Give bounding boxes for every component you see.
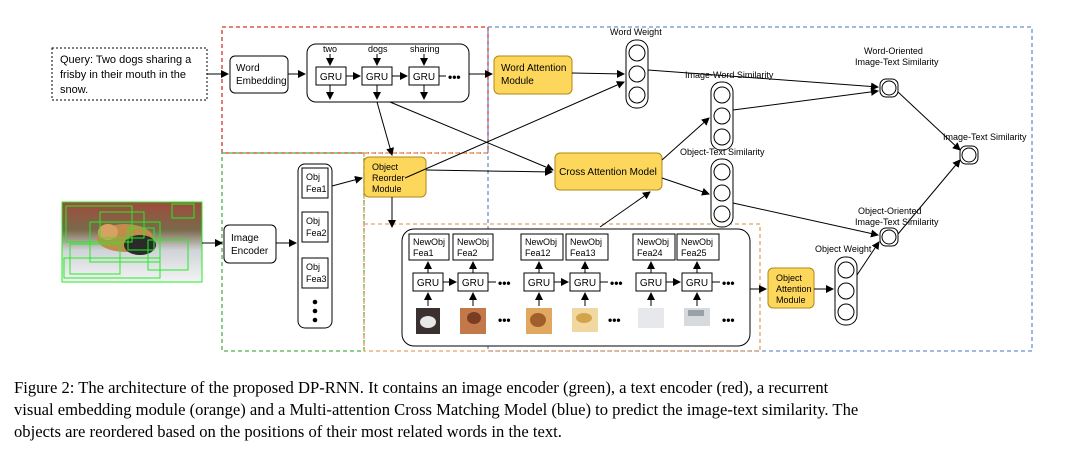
object-weight-label: Object Weight	[815, 244, 872, 254]
new-obj-fea1-box	[408, 233, 450, 261]
obj-fea3-box	[301, 257, 329, 289]
object-text-similarity-label: Object-Text Similarity	[680, 147, 765, 157]
word-weight-label: Word Weight	[610, 27, 662, 37]
obj-gru-label-6: GRU	[686, 278, 708, 289]
obj-gru-label-3: GRU	[528, 278, 550, 289]
word-dogs: dogs	[368, 44, 388, 54]
word-sharing: sharing	[410, 44, 440, 54]
obj-gru-label-1: GRU	[417, 278, 439, 289]
obj-gru-ellipsis-3: •••	[722, 276, 735, 290]
obj-fea1-line-1: Obj	[306, 172, 320, 182]
word-attention-module	[493, 55, 573, 95]
new-obj-fea25-line-2: Fea25	[681, 248, 707, 258]
object-attention-line-3: Module	[776, 295, 806, 305]
text-gru-label-2: GRU	[366, 72, 388, 83]
word-attention-line-1: Word Attention	[501, 63, 566, 74]
obj-fea2-line-1: Obj	[306, 216, 320, 226]
caption-line-1: Figure 2: The architecture of the propos…	[14, 378, 829, 397]
obj-gru-ellipsis-2: •••	[610, 276, 623, 290]
new-obj-fea24-line-1: NewObj	[637, 237, 669, 247]
new-obj-features: NewObj Fea1 NewObj Fea2 NewObj Fea12 New…	[408, 233, 720, 261]
new-obj-fea13-line-1: NewObj	[570, 237, 602, 247]
obj-gru-label-5: GRU	[640, 278, 662, 289]
new-obj-fea2-box	[452, 233, 494, 261]
obj-fea1-line-2: Fea1	[306, 184, 327, 194]
query-line-2: frisby in their mouth in the	[60, 69, 186, 81]
object-attention-line-2: Attention	[776, 284, 812, 294]
text-gru-label-1: GRU	[320, 72, 342, 83]
image-encoder-line-1: Image	[231, 233, 259, 244]
word-oriented-line-1: Word-Oriented	[864, 46, 923, 56]
object-reorder-line-1: Object	[372, 162, 399, 172]
word-embedding-line-1: Word	[236, 63, 260, 74]
caption-line-2: visual embedding module (orange) and a M…	[14, 400, 859, 419]
new-obj-fea12-line-1: NewObj	[525, 237, 557, 247]
cross-attention-label: Cross Attention Model	[559, 167, 657, 178]
new-obj-fea1-line-2: Fea1	[413, 248, 434, 258]
crop-5	[638, 308, 664, 328]
new-obj-fea1-line-1: NewObj	[413, 237, 445, 247]
obj-fea2-line-2: Fea2	[306, 228, 327, 238]
image-word-similarity-label: Image-Word Similarity	[685, 70, 774, 80]
word-embedding-line-2: Embedding	[236, 76, 287, 87]
object-oriented-line-2: Image-Text Similarity	[855, 217, 939, 227]
new-obj-fea25-line-1: NewObj	[681, 237, 713, 247]
object-crops	[416, 308, 710, 334]
obj-gru-label-2: GRU	[462, 278, 484, 289]
obj-fea1-box	[301, 167, 329, 199]
query-line-3: snow.	[60, 84, 88, 96]
object-oriented-line-1: Object-Oriented	[858, 206, 922, 216]
obj-fea3-line-2: Fea3	[306, 274, 327, 284]
text-gru-ellipsis: •••	[448, 70, 461, 84]
image-encoder-box	[223, 224, 277, 264]
cross-attention-model	[554, 152, 663, 191]
crop-ellipsis-2: •••	[608, 313, 621, 327]
object-gru-cells: GRU GRU GRU GRU GRU GRU	[412, 272, 713, 292]
new-obj-fea2-line-2: Fea2	[457, 248, 478, 258]
crop-ellipsis-1: •••	[498, 313, 511, 327]
caption-line-3: objects are reordered based on the posit…	[14, 422, 562, 441]
object-attention-line-1: Object	[776, 273, 803, 283]
word-embedding-box	[229, 55, 289, 94]
object-reorder-module	[363, 156, 427, 198]
new-obj-fea24-line-2: Fea24	[637, 248, 663, 258]
query-box	[51, 47, 208, 101]
crop-ellipsis-3: •••	[722, 313, 735, 327]
figure-caption: Figure 2: The architecture of the propos…	[14, 377, 1076, 443]
word-attention-line-2: Module	[501, 76, 534, 87]
obj-fea3-line-1: Obj	[306, 262, 320, 272]
image-encoder-line-2: Encoder	[231, 246, 269, 257]
obj-gru-label-4: GRU	[574, 278, 596, 289]
obj-gru-ellipsis-1: •••	[498, 276, 511, 290]
image-text-similarity-label: Image-Text Similarity	[943, 132, 1027, 142]
text-gru-label-3: GRU	[413, 72, 435, 83]
obj-fea2-box	[301, 211, 329, 243]
new-obj-fea13-line-2: Fea13	[570, 248, 596, 258]
new-obj-fea25-box	[676, 233, 720, 261]
word-two: two	[323, 44, 337, 54]
word-oriented-line-2: Image-Text Similarity	[855, 57, 939, 67]
new-obj-fea12-line-2: Fea12	[525, 248, 551, 258]
new-obj-fea12-box	[520, 233, 564, 261]
object-reorder-line-2: Reorder	[372, 173, 405, 183]
query-line-1: Query: Two dogs sharing a	[60, 54, 192, 66]
architecture-diagram: Query: Two dogs sharing a frisby in thei…	[51, 26, 1033, 352]
object-reorder-line-3: Module	[372, 184, 402, 194]
new-obj-fea2-line-1: NewObj	[457, 237, 489, 247]
input-image	[61, 201, 203, 283]
recurrent-module-region	[363, 223, 761, 352]
new-obj-fea13-box	[565, 233, 609, 261]
new-obj-fea24-box	[632, 233, 676, 261]
object-attention-module	[767, 267, 815, 309]
